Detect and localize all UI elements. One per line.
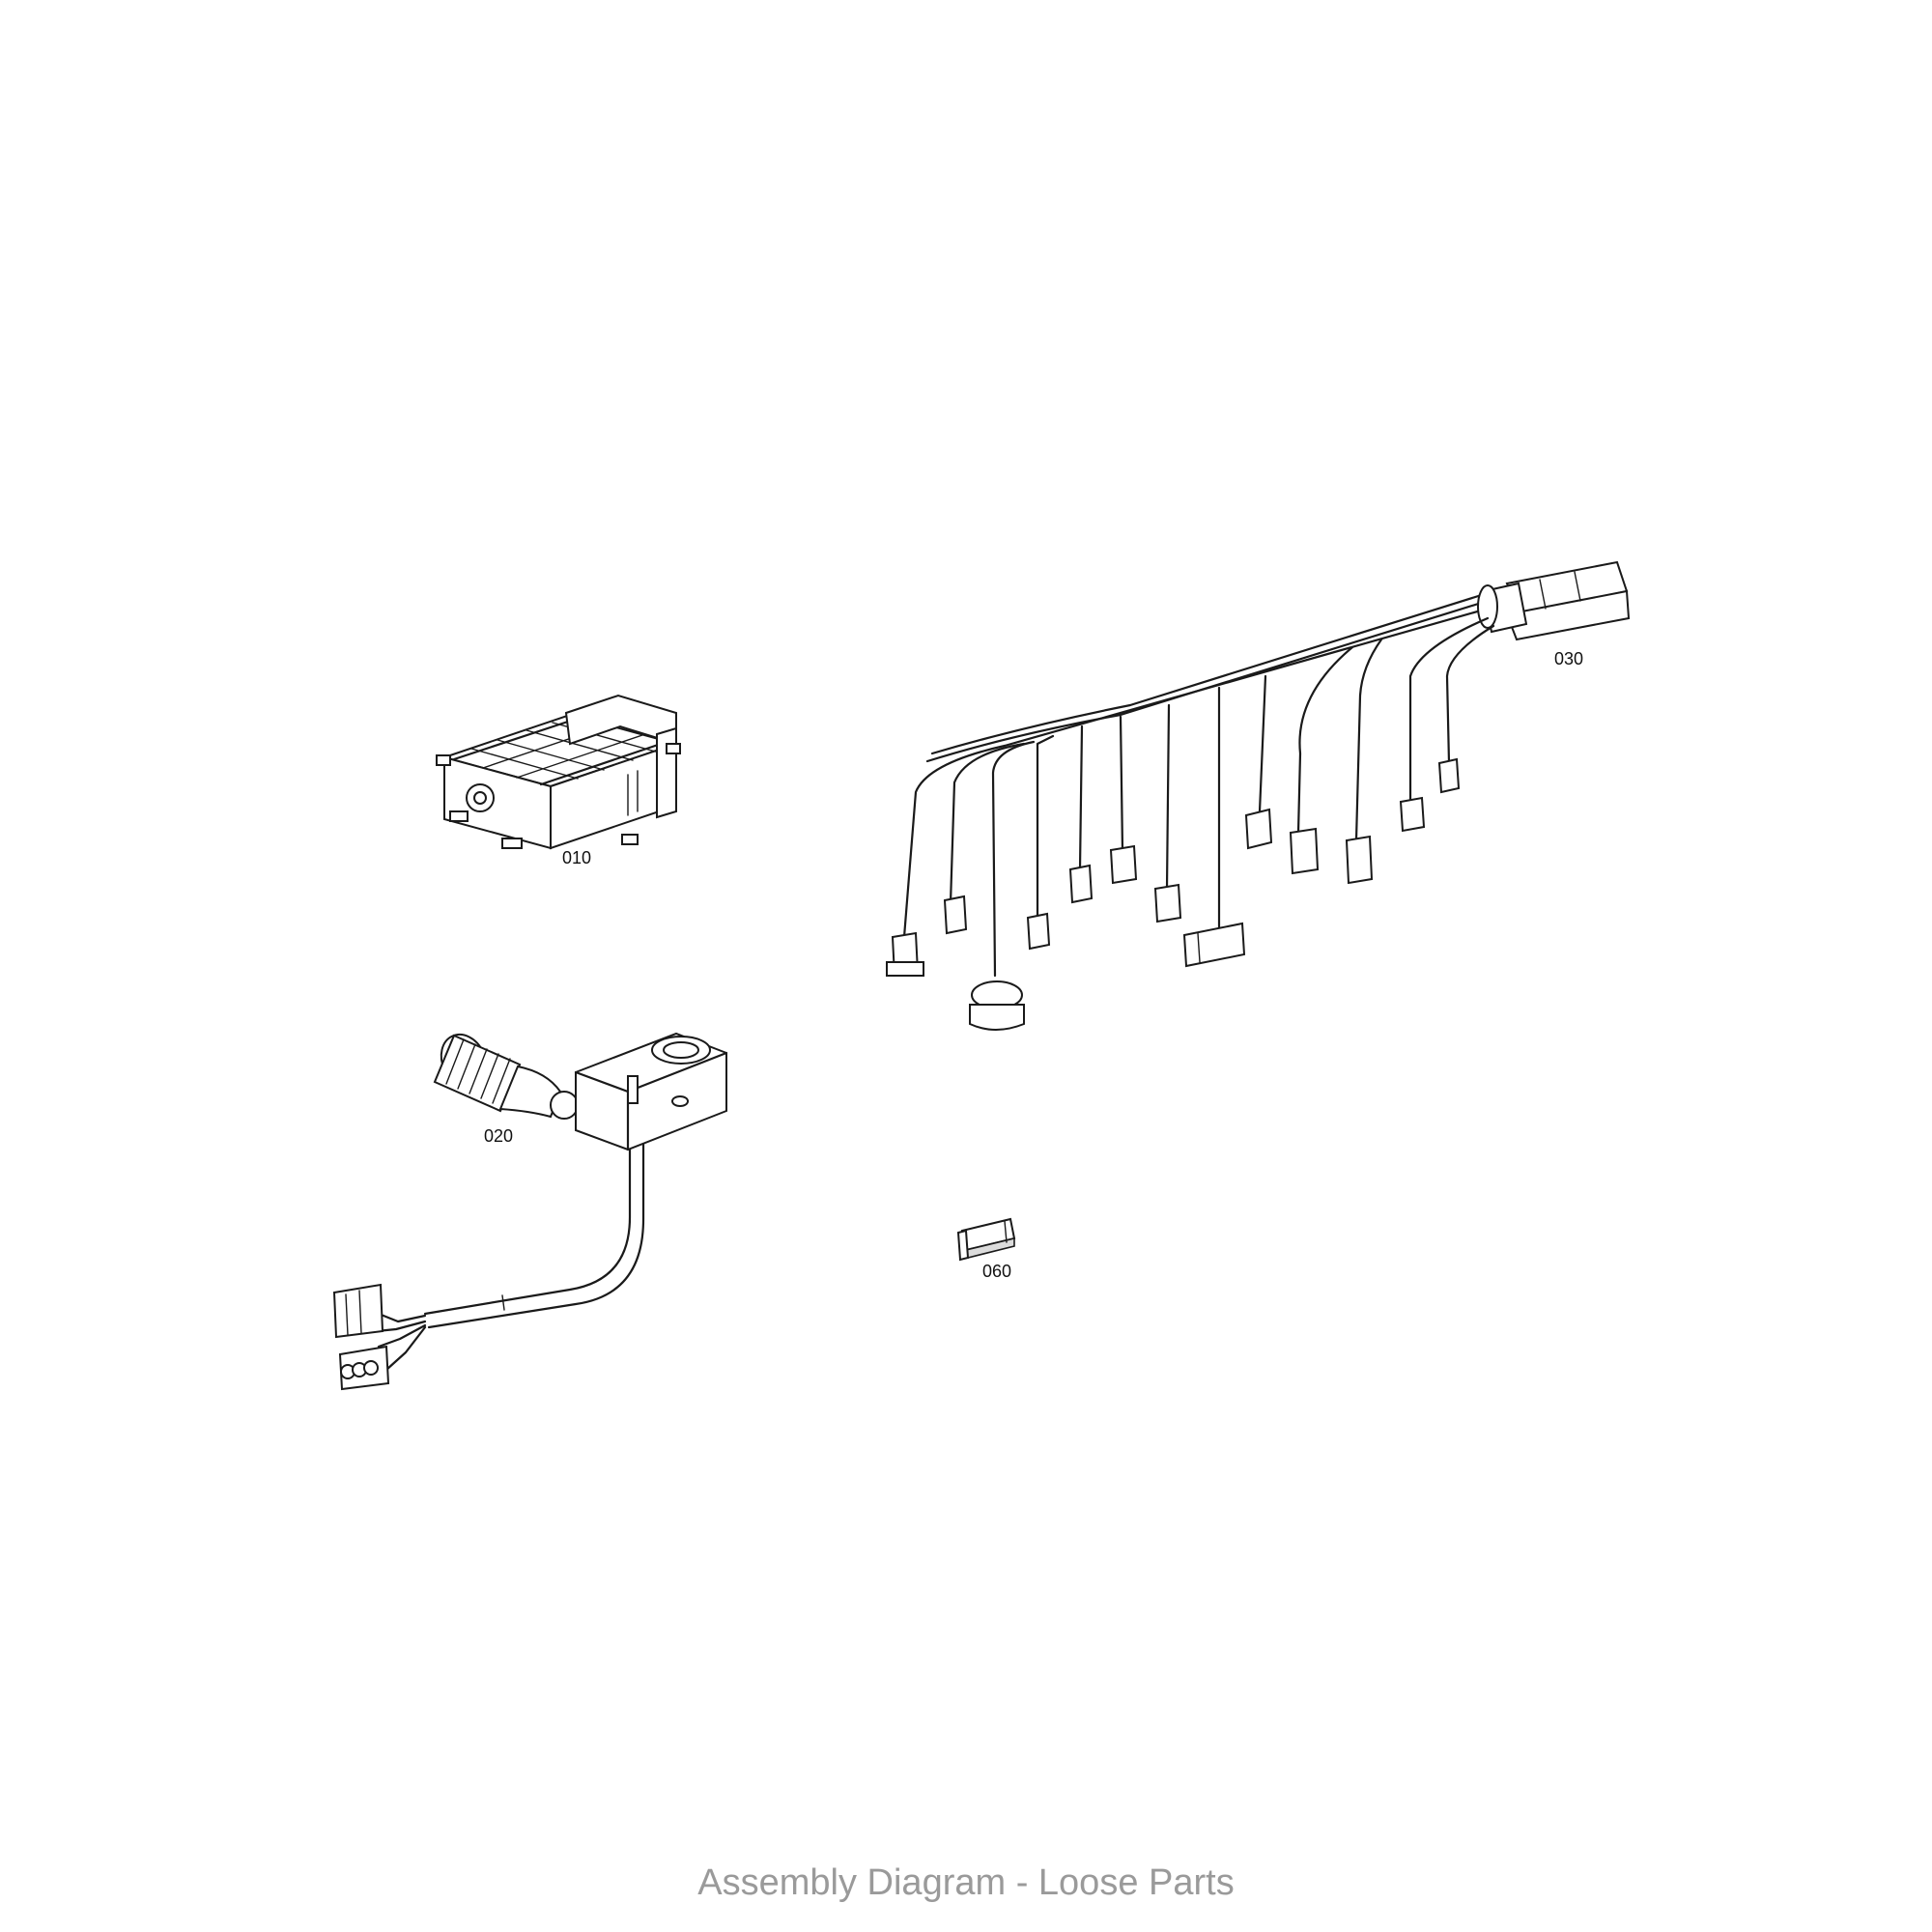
- part-label-030: 030: [1554, 649, 1583, 668]
- part-label-020: 020: [484, 1126, 513, 1146]
- part-060-clip[interactable]: 060: [956, 1217, 1016, 1281]
- part-label-060: 060: [982, 1262, 1011, 1281]
- part-030-wiring-harness[interactable]: 030: [886, 560, 1631, 1031]
- diagram-caption: Assembly Diagram - Loose Parts: [697, 1862, 1235, 1903]
- part-010-control-module[interactable]: 010: [436, 694, 681, 867]
- part-label-010: 010: [562, 848, 591, 867]
- part-020-joystick-assembly[interactable]: 020: [332, 1027, 728, 1391]
